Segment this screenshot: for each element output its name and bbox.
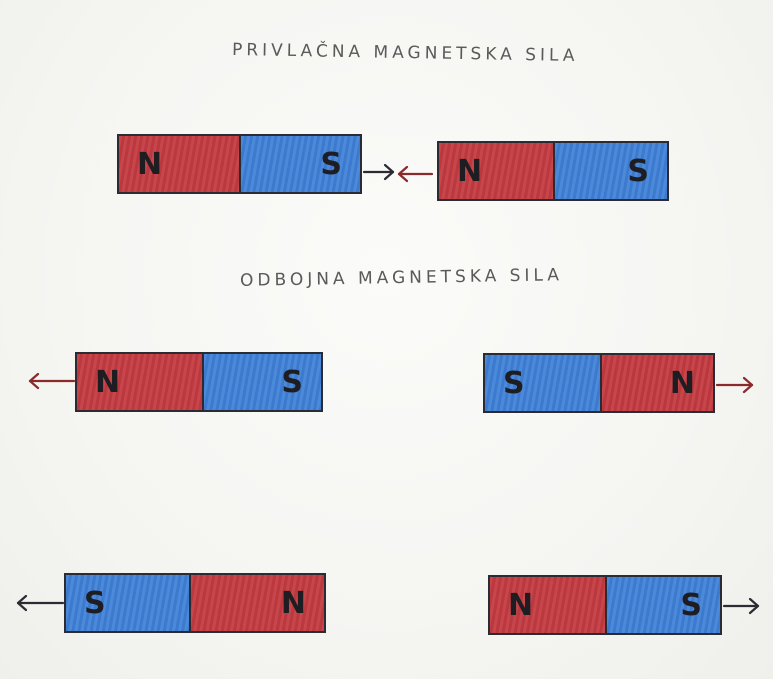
- pole-label: N: [280, 585, 306, 621]
- pole-label: S: [680, 587, 702, 623]
- magnet-repel-1-left: N S: [75, 352, 323, 412]
- attract-arrow-left: [397, 165, 434, 183]
- magnet-repel-2-right: N S: [488, 575, 722, 635]
- repel-2-arrow-left: [16, 594, 65, 612]
- south-pole: S: [552, 143, 667, 199]
- south-pole: S: [66, 575, 190, 631]
- south-pole: S: [604, 577, 720, 633]
- pole-label: N: [457, 153, 483, 189]
- pole-label: S: [627, 153, 649, 189]
- north-pole: N: [439, 143, 553, 199]
- repel-2-arrow-right: [722, 597, 760, 615]
- magnet-repel-2-left: S N: [64, 573, 326, 633]
- pole-label: S: [281, 364, 303, 400]
- south-pole: S: [485, 355, 600, 411]
- magnet-attract-right: N S: [437, 141, 669, 201]
- repel-1-arrow-left: [28, 372, 76, 390]
- pole-label: N: [137, 146, 163, 182]
- pole-label: S: [84, 585, 106, 621]
- south-pole: S: [201, 354, 321, 410]
- pole-label: S: [503, 365, 525, 401]
- pole-label: N: [95, 364, 121, 400]
- attract-arrow-right: [362, 163, 395, 181]
- south-pole: S: [238, 136, 360, 192]
- pole-label: S: [320, 146, 342, 182]
- magnet-attract-left: N S: [117, 134, 362, 194]
- north-pole: N: [599, 355, 713, 411]
- magnet-repel-1-right: S N: [483, 353, 715, 413]
- pole-label: N: [508, 587, 534, 623]
- north-pole: N: [77, 354, 202, 410]
- north-pole: N: [119, 136, 239, 192]
- repel-1-arrow-right: [715, 376, 754, 394]
- north-pole: N: [189, 575, 324, 631]
- north-pole: N: [490, 577, 605, 633]
- pole-label: N: [669, 365, 695, 401]
